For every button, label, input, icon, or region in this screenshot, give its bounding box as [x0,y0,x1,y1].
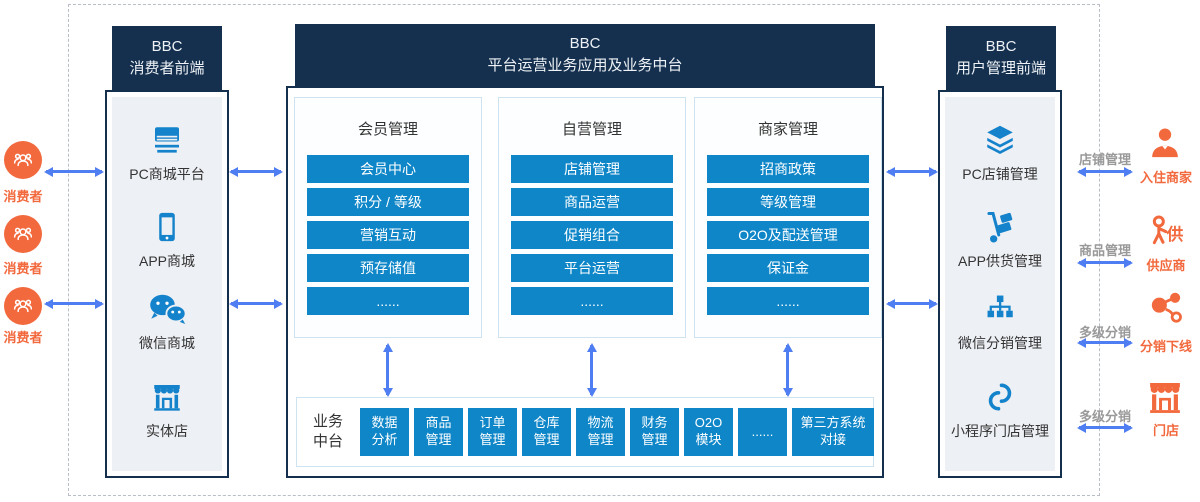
arrow-left-center-bottom [231,302,281,305]
module-button: 招商政策 [707,155,869,183]
column-title: 会员管理 [357,121,418,138]
merchant-icon [1145,122,1185,169]
arrow-right-role-2 [1079,261,1131,264]
right-panel: PC店铺管理 APP供货管理 [938,90,1062,478]
left-item-physical-store: 实体店 [112,378,222,441]
flow-label: 店铺管理 [1078,152,1131,167]
arrow-center-right-bottom [888,302,936,305]
arrow-column3-hub [786,345,789,395]
hub-tile: 订单 管理 [468,408,517,456]
consumer-group-icon [4,287,42,325]
consumer-label: 消费者 [3,261,43,276]
right-item-label: PC店铺管理 [962,166,1038,182]
left-item-label: 微信商城 [139,335,195,351]
business-hub: 业务 中台 数据 分析 商品 管理 订单 管理 仓库 管理 物流 管理 财务 管… [296,397,874,467]
module-button: ...... [307,287,469,315]
center-panel-header: BBC 平台运营业务应用及业务中台 [295,24,875,86]
arrow-right-role-1 [1079,170,1131,173]
hub-tile: ...... [738,408,787,456]
role-label: 门店 [1152,423,1179,438]
flow-label: 多级分销 [1078,325,1131,340]
distribution-icon [1145,288,1187,335]
module-button: O2O及配送管理 [707,221,869,249]
module-button: 预存储值 [307,254,469,282]
hub-tile: 财务 管理 [630,408,679,456]
consumer-group-icon [4,215,42,253]
column-merchant-management: 商家管理 招商政策 等级管理 O2O及配送管理 保证金 ...... [694,97,882,338]
left-panel-header: BBC 消费者前端 [112,26,222,90]
module-button: 商品运营 [511,188,673,216]
column-title: 商家管理 [757,121,818,138]
right-item-miniprogram-store: 小程序门店管理 [945,378,1055,441]
left-panel: PC商城平台 APP商城 [105,90,229,478]
right-item-label: APP供货管理 [957,253,1042,269]
module-button: ...... [707,287,869,315]
layers-icon [945,121,1055,159]
handtruck-icon [945,208,1055,246]
hub-tile: O2O 模块 [684,408,733,456]
right-panel-inner: PC店铺管理 APP供货管理 [945,97,1055,471]
role-label: 分销下线 [1139,339,1192,354]
hub-tile: 仓库 管理 [522,408,571,456]
column-self-operation-management: 自营管理 店铺管理 商品运营 促销组合 平台运营 ...... [498,97,686,338]
arrow-left-center-top [231,170,281,173]
sitemap-icon [945,290,1055,328]
column-title: 自营管理 [561,121,622,138]
right-item-wechat-distribution: 微信分销管理 [945,290,1055,353]
hub-tile: 数据 分析 [360,408,409,456]
module-button: 积分 / 等级 [307,188,469,216]
outer-dashed-frame [68,4,1100,496]
pc-monitor-icon [112,121,222,159]
smartphone-icon [112,208,222,246]
business-hub-label: 业务 中台 [312,412,343,450]
right-item-label: 小程序门店管理 [951,423,1049,439]
right-item-label: 微信分销管理 [958,335,1042,351]
shop-icon [1144,376,1186,423]
arrow-center-right-top [888,170,936,173]
arrow-column1-hub [386,345,389,395]
left-item-app-mall: APP商城 [112,208,222,271]
left-item-label: APP商城 [138,253,195,269]
left-item-label: PC商城平台 [129,166,205,182]
role-label: 供应商 [1146,258,1186,273]
flow-label: 商品管理 [1078,243,1131,258]
role-label: 入住商家 [1139,170,1192,185]
consumer-label: 消费者 [3,189,43,204]
right-panel-header: BBC 用户管理前端 [946,26,1056,90]
module-button: 保证金 [707,254,869,282]
left-item-pc-mall: PC商城平台 [112,121,222,184]
arrow-right-role-4 [1079,426,1131,429]
hub-tile: 商品 管理 [414,408,463,456]
module-button: 等级管理 [707,188,869,216]
supplier-icon-char: 供 [1166,224,1184,244]
module-button: 营销互动 [307,221,469,249]
module-button: 会员中心 [307,155,469,183]
hub-tile: 第三方系统 对接 [792,408,874,456]
column-member-management: 会员管理 会员中心 积分 / 等级 营销互动 预存储值 ...... [294,97,482,338]
module-button: 平台运营 [511,254,673,282]
arrow-column2-hub [590,345,593,395]
module-button: ...... [511,287,673,315]
module-button: 促销组合 [511,221,673,249]
arrow-right-role-3 [1079,341,1131,344]
left-item-label: 实体店 [146,423,188,439]
consumer-label: 消费者 [3,330,43,345]
miniprogram-icon [945,378,1055,416]
hub-tile: 物流 管理 [576,408,625,456]
right-item-app-supply: APP供货管理 [945,208,1055,271]
arrow-consumer-left-top [46,170,102,173]
right-item-pc-shop: PC店铺管理 [945,121,1055,184]
consumer-group-icon [4,141,42,179]
supplier-icon: 供 [1145,210,1185,257]
wechat-icon [112,290,222,328]
arrow-consumer-left-bottom [46,302,102,305]
storefront-icon [112,378,222,416]
flow-label: 多级分销 [1078,409,1131,424]
left-item-wechat-mall: 微信商城 [112,290,222,353]
module-button: 店铺管理 [511,155,673,183]
left-panel-inner: PC商城平台 APP商城 [112,97,222,471]
